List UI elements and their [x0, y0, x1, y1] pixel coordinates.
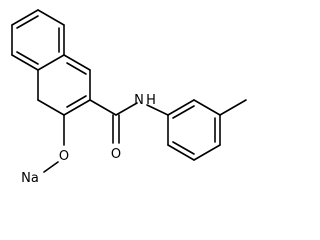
bond	[63, 99, 91, 116]
bond	[63, 54, 91, 71]
bond	[167, 144, 195, 161]
atom-o-ether: O	[59, 149, 69, 164]
bond-n-aryl	[146, 104, 169, 116]
bond-o-na	[43, 161, 59, 173]
bond	[37, 99, 65, 116]
bond	[193, 144, 221, 161]
naphthalene-right-ring	[37, 54, 91, 116]
tolyl-ring	[167, 99, 221, 161]
double-bond-inner	[172, 105, 195, 119]
atom-o-carbonyl: O	[111, 147, 121, 162]
atom-h: H	[146, 93, 156, 108]
double-bond-inner	[66, 62, 87, 75]
double-bond-inner	[16, 15, 39, 29]
double-bond-inner	[66, 95, 87, 108]
bond	[167, 99, 195, 116]
bond	[11, 54, 39, 71]
bond	[37, 9, 65, 26]
bond-carbonyl-n	[115, 102, 138, 116]
atom-n: N	[134, 93, 144, 108]
bond	[193, 99, 221, 116]
structure-diagram: O Na O N H	[11, 9, 247, 186]
naphthalene-left-ring	[11, 9, 65, 71]
bond-ring-carbonyl	[89, 99, 117, 116]
double-bond-inner	[172, 141, 195, 155]
bond-methyl	[219, 99, 247, 116]
bond	[37, 54, 65, 71]
double-bond-inner	[16, 51, 39, 65]
atom-na: Na	[21, 171, 39, 186]
bond	[11, 9, 39, 26]
